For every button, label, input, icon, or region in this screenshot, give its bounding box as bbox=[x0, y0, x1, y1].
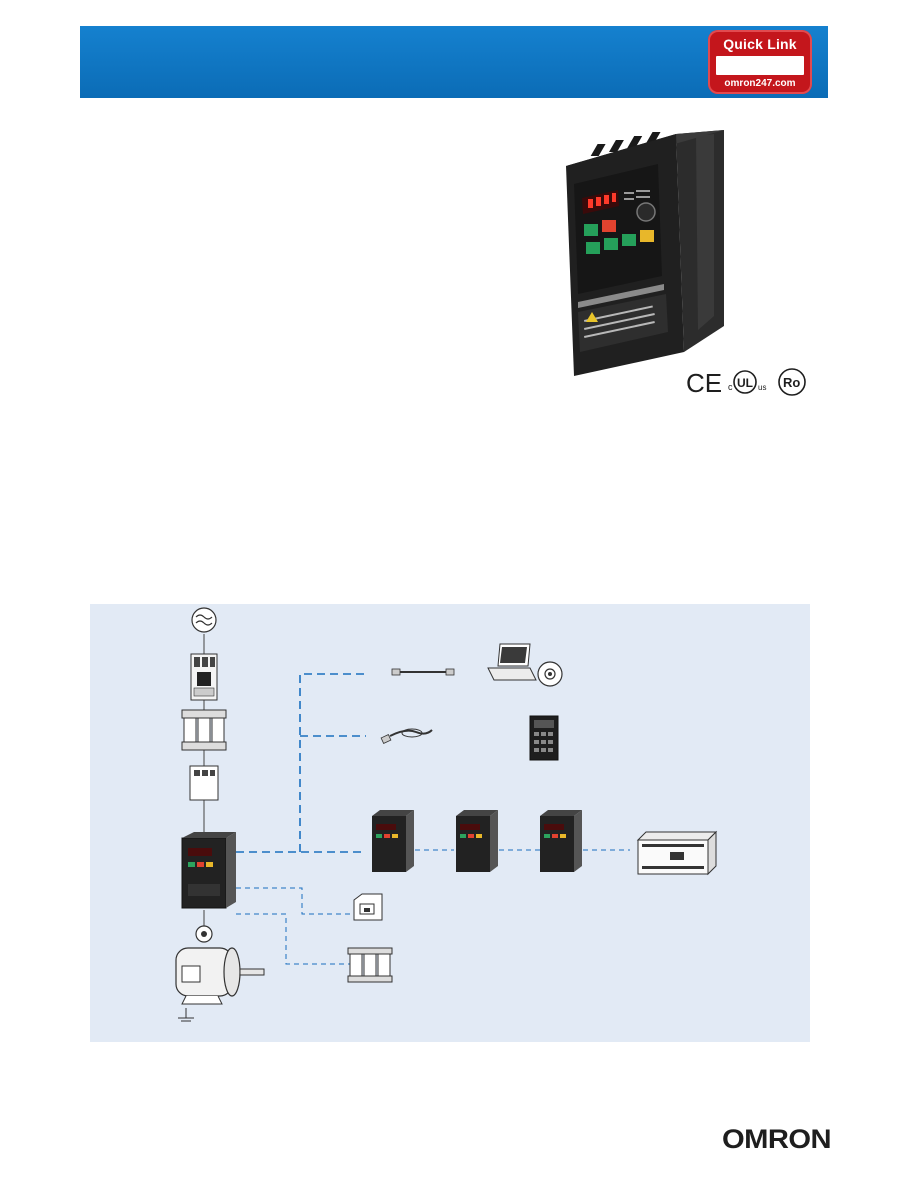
braking-resistor-icon bbox=[353, 893, 383, 921]
ro-mark: Ro bbox=[783, 375, 800, 390]
output-reactor-icon bbox=[347, 947, 393, 983]
quick-link-title: Quick Link bbox=[723, 36, 797, 52]
ul-circle-icon bbox=[733, 370, 757, 394]
system-config-diagram bbox=[90, 604, 810, 1042]
quick-link-badge[interactable]: Quick Link omron247.com bbox=[708, 30, 812, 94]
circuit-breaker-icon bbox=[190, 653, 218, 701]
noise-filter-icon bbox=[189, 765, 219, 801]
quick-link-url[interactable]: omron247.com bbox=[724, 78, 796, 89]
inverter-icon bbox=[456, 810, 498, 872]
inverter-icon bbox=[540, 810, 582, 872]
ul-mark: UL bbox=[737, 376, 753, 390]
usb-cable-icon bbox=[391, 668, 455, 676]
header-band bbox=[80, 26, 828, 98]
motor-icon bbox=[175, 925, 265, 1022]
plc-icon bbox=[636, 830, 718, 876]
inverter-icon bbox=[181, 832, 236, 909]
ac-power-source-icon bbox=[191, 607, 217, 633]
diagram-drawing bbox=[175, 607, 718, 1022]
software-cd-icon bbox=[537, 661, 563, 687]
inverter-icon bbox=[372, 810, 414, 872]
laptop-icon bbox=[487, 643, 537, 681]
input-reactor-icon bbox=[181, 709, 227, 751]
certification-marks: CE c UL us Ro bbox=[686, 368, 806, 398]
ce-mark: CE bbox=[686, 368, 722, 398]
ul-us-label: us bbox=[758, 383, 766, 392]
product-photo bbox=[566, 130, 724, 376]
ul-c-label: c bbox=[728, 382, 733, 392]
ro-circle-icon bbox=[778, 368, 806, 396]
omron-logo: OMRON bbox=[722, 1124, 832, 1154]
connection-cable-icon bbox=[380, 728, 433, 744]
remote-operator-icon bbox=[529, 715, 559, 761]
quick-link-code-box bbox=[716, 56, 804, 75]
